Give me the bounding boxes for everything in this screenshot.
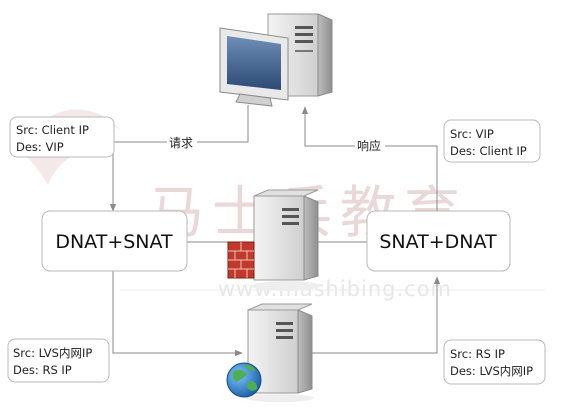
info-src: Src: VIP	[450, 127, 494, 141]
left-gateway-box	[41, 210, 188, 272]
client-computer-icon	[219, 13, 333, 107]
info-box-top-left: Src: Client IP Des: VIP	[9, 116, 115, 158]
reply-arrow	[312, 276, 441, 354]
forward-arrow	[112, 271, 243, 357]
info-des: Des: RS IP	[13, 363, 72, 377]
watermark-url: www.mashibing.com	[218, 277, 452, 301]
response-label: 响应	[357, 138, 381, 153]
info-des: Des: VIP	[16, 140, 64, 154]
info-box-top-right: Src: VIP Des: Client IP	[443, 119, 541, 163]
globe-icon	[226, 362, 262, 398]
lvs-server-icon	[252, 189, 320, 291]
info-src: Src: Client IP	[16, 123, 89, 137]
right-gateway-label: SNAT+DNAT	[379, 231, 497, 253]
info-des: Des: LVS内网IP	[450, 364, 533, 378]
right-gateway-box	[366, 210, 511, 272]
info-box-bottom-left: Src: LVS内网IP Des: RS IP	[7, 338, 110, 383]
info-src: Src: LVS内网IP	[13, 346, 92, 360]
info-src: Src: RS IP	[450, 347, 505, 361]
firewall-icon	[227, 241, 255, 279]
info-des: Des: Client IP	[450, 144, 527, 158]
real-server-icon	[246, 303, 314, 402]
left-gateway-label: DNAT+SNAT	[55, 231, 173, 253]
info-box-bottom-right: Src: RS IP Des: LVS内网IP	[443, 339, 546, 385]
request-label: 请求	[169, 136, 193, 150]
